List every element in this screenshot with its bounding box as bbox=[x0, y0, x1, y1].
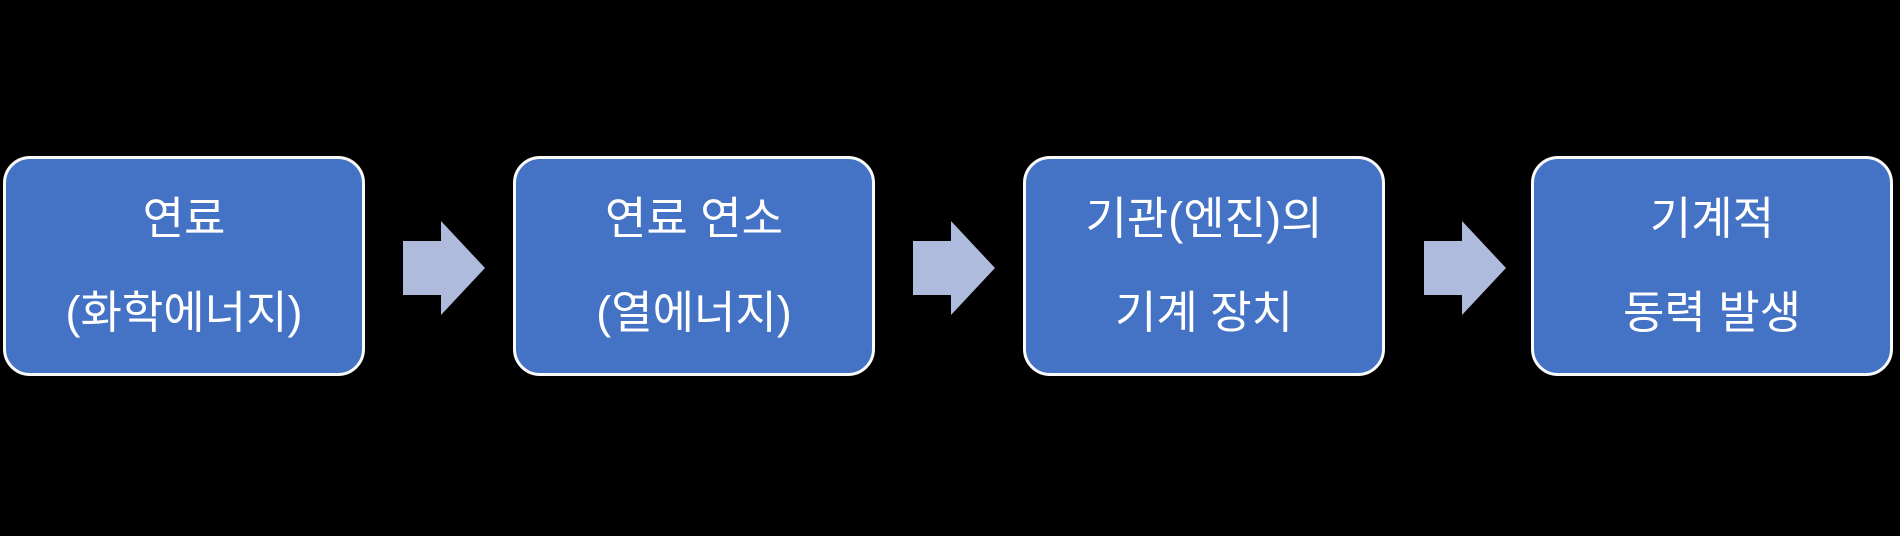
step-label-line1: 기계적 bbox=[1649, 193, 1775, 244]
flow-step-engine-mechanism: 기관(엔진)의 기계 장치 bbox=[1023, 156, 1385, 376]
step-label-line2: 동력 발생 bbox=[1622, 287, 1802, 338]
arrow-right-icon bbox=[913, 221, 995, 315]
step-label-line1: 연료 bbox=[142, 193, 226, 244]
step-label-line2: (화학에너지) bbox=[65, 287, 303, 338]
flow-step-combustion: 연료 연소 (열에너지) bbox=[513, 156, 875, 376]
flow-step-mechanical-power: 기계적 동력 발생 bbox=[1531, 156, 1893, 376]
flow-step-fuel: 연료 (화학에너지) bbox=[3, 156, 365, 376]
arrow-right-icon bbox=[1424, 221, 1506, 315]
step-label-line2: (열에너지) bbox=[596, 287, 792, 338]
arrow-right-icon bbox=[403, 221, 485, 315]
step-label-line1: 연료 연소 bbox=[604, 193, 784, 244]
step-label-line1: 기관(엔진)의 bbox=[1085, 193, 1323, 244]
step-label-line2: 기계 장치 bbox=[1114, 287, 1294, 338]
